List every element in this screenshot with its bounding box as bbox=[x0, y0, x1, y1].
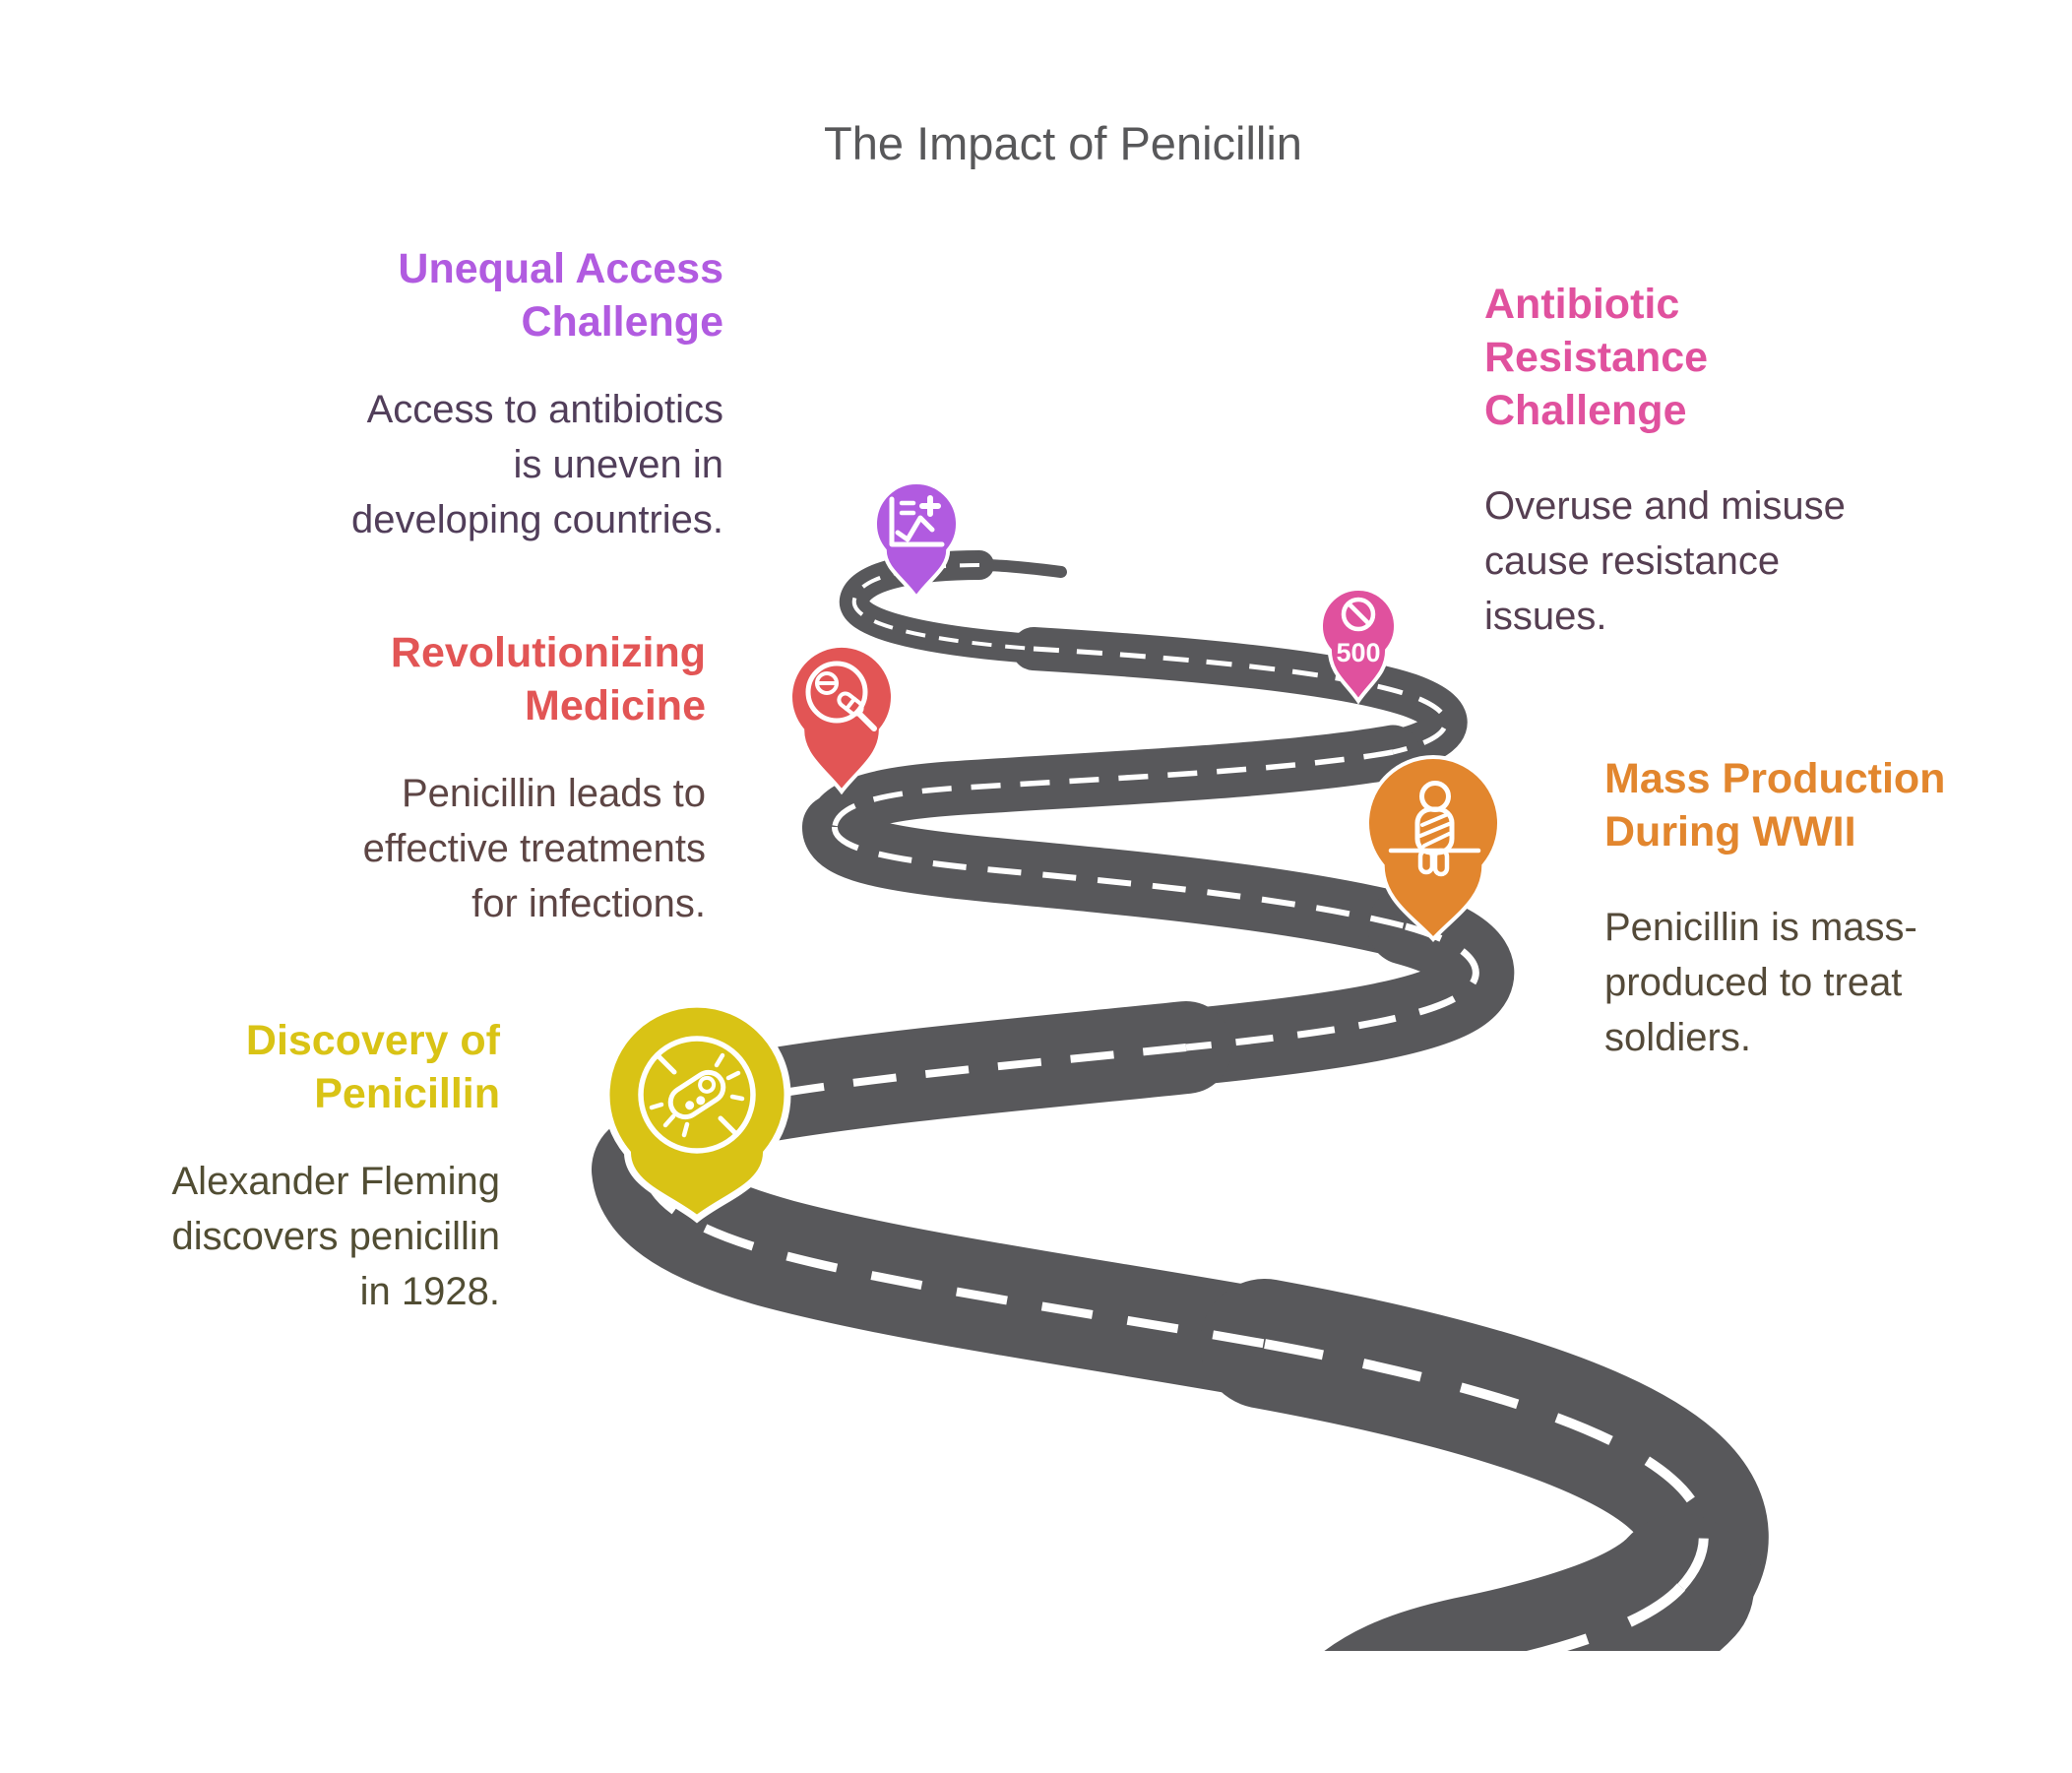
mass-production-pin bbox=[1365, 755, 1501, 942]
milestone-body: Access to antibiotics is uneven in devel… bbox=[350, 388, 723, 541]
health-chart-icon bbox=[889, 495, 945, 547]
milestone-antibiotic-resistance: Antibiotic Resistance Challenge Overuse … bbox=[1484, 278, 1846, 644]
pin-shape bbox=[1365, 755, 1501, 942]
antibiotic-resistance-pin: 500 bbox=[1319, 586, 1398, 705]
milestone-heading: Mass Production During WWII bbox=[1604, 755, 1946, 855]
milestone-revolutionizing-medicine: Revolutionizing Medicine Penicillin lead… bbox=[363, 626, 706, 931]
milestone-heading: Antibiotic Resistance Challenge bbox=[1484, 281, 1709, 434]
discovery-pin bbox=[602, 1000, 791, 1224]
milestone-body: Overuse and misuse cause resistance issu… bbox=[1484, 484, 1846, 638]
milestone-mass-production: Mass Production During WWII Penicillin i… bbox=[1604, 752, 1945, 1065]
unequal-access-pin bbox=[873, 480, 960, 602]
revolutionizing-medicine-pin bbox=[788, 643, 895, 795]
pills-magnifier-icon bbox=[805, 661, 877, 731]
no-bacteria-icon bbox=[638, 1036, 756, 1154]
milestone-heading: Revolutionizing Medicine bbox=[390, 629, 706, 729]
milestone-unequal-access: Unequal Access Challenge Access to antib… bbox=[351, 242, 723, 547]
milestone-body: Penicillin leads to effective treatments… bbox=[362, 772, 706, 925]
no-sign-icon bbox=[1341, 597, 1376, 632]
page-title: The Impact of Penicillin bbox=[824, 117, 1302, 169]
pin-badge-500: 500 bbox=[1336, 638, 1380, 667]
milestone-body: Penicillin is mass- produced to treat so… bbox=[1604, 906, 1917, 1059]
milestone-heading: Unequal Access Challenge bbox=[398, 245, 723, 346]
milestone-body: Alexander Fleming discovers penicillin i… bbox=[171, 1160, 501, 1313]
milestone-discovery: Discovery of Penicillin Alexander Flemin… bbox=[172, 1014, 501, 1319]
pin-shape bbox=[1319, 586, 1398, 705]
milestone-heading: Discovery of Penicillin bbox=[245, 1017, 500, 1117]
pin-shape bbox=[873, 480, 960, 602]
bandaged-soldier-icon bbox=[1388, 781, 1481, 877]
